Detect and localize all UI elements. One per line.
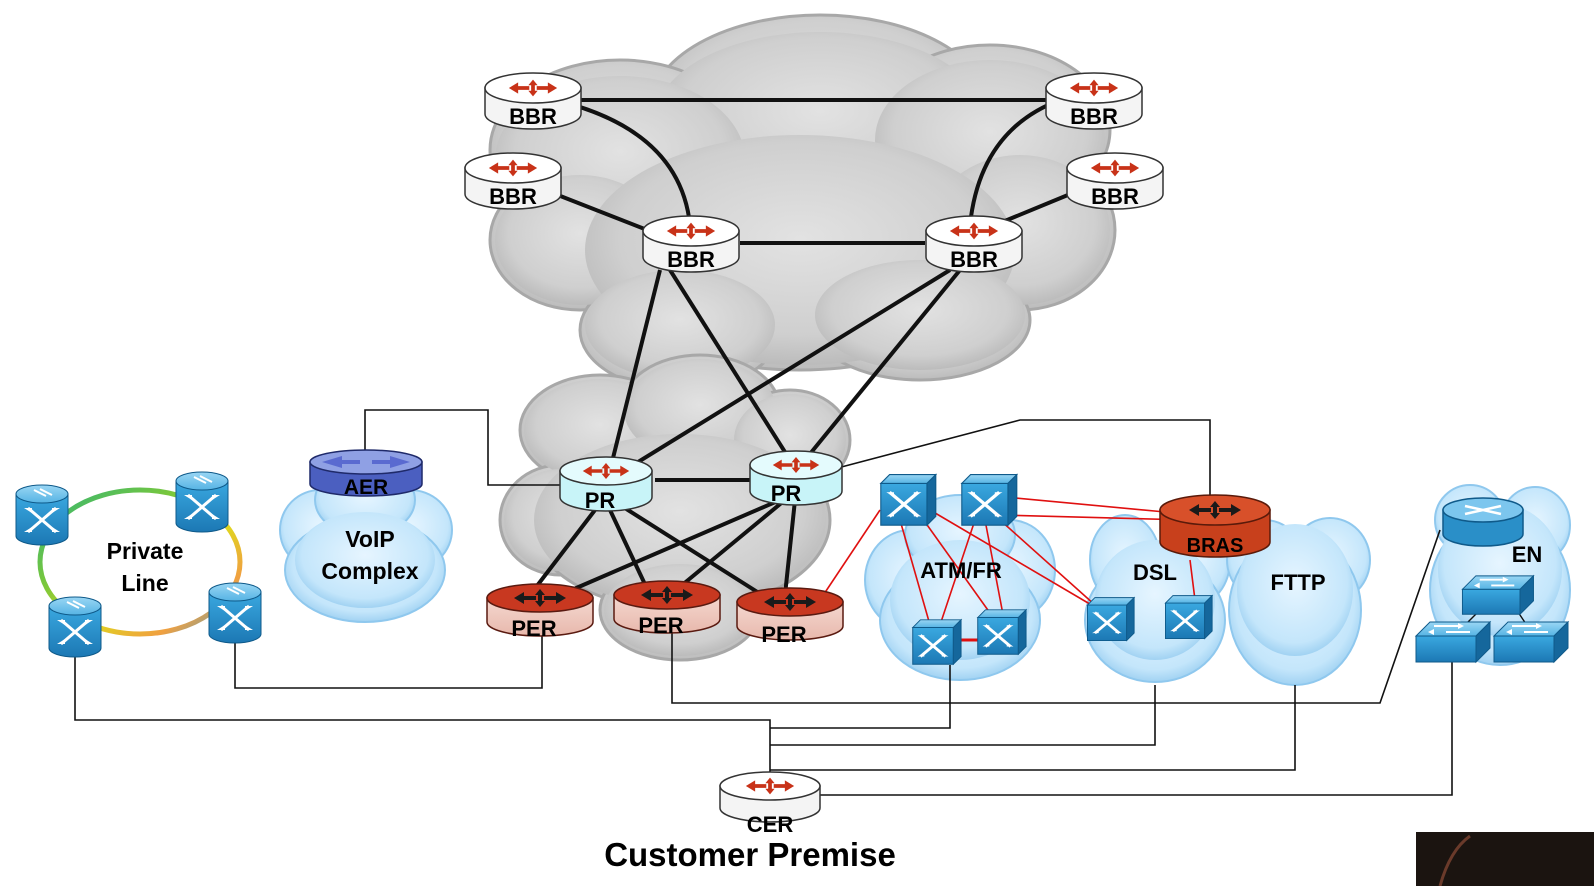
per-router-right[interactable]: PER <box>736 587 844 647</box>
en-label: EN <box>1512 542 1543 567</box>
private-line-switch-bottom-left[interactable] <box>47 595 103 659</box>
bras-router[interactable]: BRAS <box>1159 494 1271 558</box>
bbr-router-center-right[interactable]: BBR <box>925 215 1023 273</box>
bbr-label: BBR <box>1091 184 1139 209</box>
bbr-router-second-left[interactable]: BBR <box>464 152 562 210</box>
dsl-switch-left[interactable] <box>1086 596 1136 642</box>
en-switch-bottom-right[interactable] <box>1493 621 1569 663</box>
core-cloud <box>488 13 1117 392</box>
bbr-router-top-right[interactable]: BBR <box>1045 72 1143 130</box>
per-router-left[interactable]: PER <box>486 583 594 641</box>
en-switch-top[interactable] <box>1461 574 1535 616</box>
bbr-label: BBR <box>950 247 998 272</box>
backbone-links <box>528 98 1081 602</box>
corner-swoosh <box>1438 834 1471 886</box>
bbr-router-top-left[interactable]: BBR <box>484 72 582 130</box>
pr-label: PR <box>585 488 616 513</box>
bbr-router-center-left[interactable]: BBR <box>642 215 740 273</box>
private-line-label-1: Private <box>107 538 184 564</box>
bbr-label: BBR <box>509 104 557 129</box>
private-line-ring <box>37 487 243 637</box>
per-label: PER <box>638 613 683 638</box>
pr-router-left[interactable]: PR <box>559 456 653 513</box>
dsl-switch-right[interactable] <box>1164 594 1214 640</box>
atm-switch-bottom-right[interactable] <box>976 608 1028 656</box>
en-switch-bottom-left[interactable] <box>1415 621 1491 663</box>
fttp-cloud <box>1226 517 1371 686</box>
voip-label-1: VoIP <box>345 526 394 552</box>
cer-label: CER <box>747 812 794 837</box>
per-label: PER <box>761 622 806 647</box>
aer-router[interactable]: AER <box>309 449 423 499</box>
cer-router[interactable]: CER <box>719 771 821 837</box>
private-line-switch-top-left[interactable] <box>14 483 70 547</box>
atm-switch-top-right[interactable] <box>960 472 1019 527</box>
private-line-label-2: Line <box>121 570 168 596</box>
voip-label-2: Complex <box>321 558 418 584</box>
atm-switch-top-left[interactable] <box>879 472 938 527</box>
per-router-middle[interactable]: PER <box>613 580 721 638</box>
fttp-label: FTTP <box>1271 570 1326 595</box>
dsl-label: DSL <box>1133 560 1177 585</box>
bbr-router-second-right[interactable]: BBR <box>1066 152 1164 210</box>
bbr-label: BBR <box>489 184 537 209</box>
customer-premise-title: Customer Premise <box>604 836 896 873</box>
en-router[interactable] <box>1442 497 1524 547</box>
bbr-label: BBR <box>667 247 715 272</box>
bras-label: BRAS <box>1187 535 1244 557</box>
red-links <box>819 497 1196 642</box>
private-line-switch-top-right[interactable] <box>174 470 230 534</box>
bbr-label: BBR <box>1070 104 1118 129</box>
access-links <box>74 409 1453 796</box>
private-line-switch-bottom-right[interactable] <box>207 581 263 645</box>
atm-fr-label: ATM/FR <box>920 558 1002 583</box>
per-label: PER <box>511 616 556 641</box>
atm-switch-bottom-left[interactable] <box>911 618 963 666</box>
aer-label: AER <box>344 476 388 499</box>
pr-label: PR <box>771 481 802 506</box>
pr-router-right[interactable]: PR <box>749 450 843 506</box>
